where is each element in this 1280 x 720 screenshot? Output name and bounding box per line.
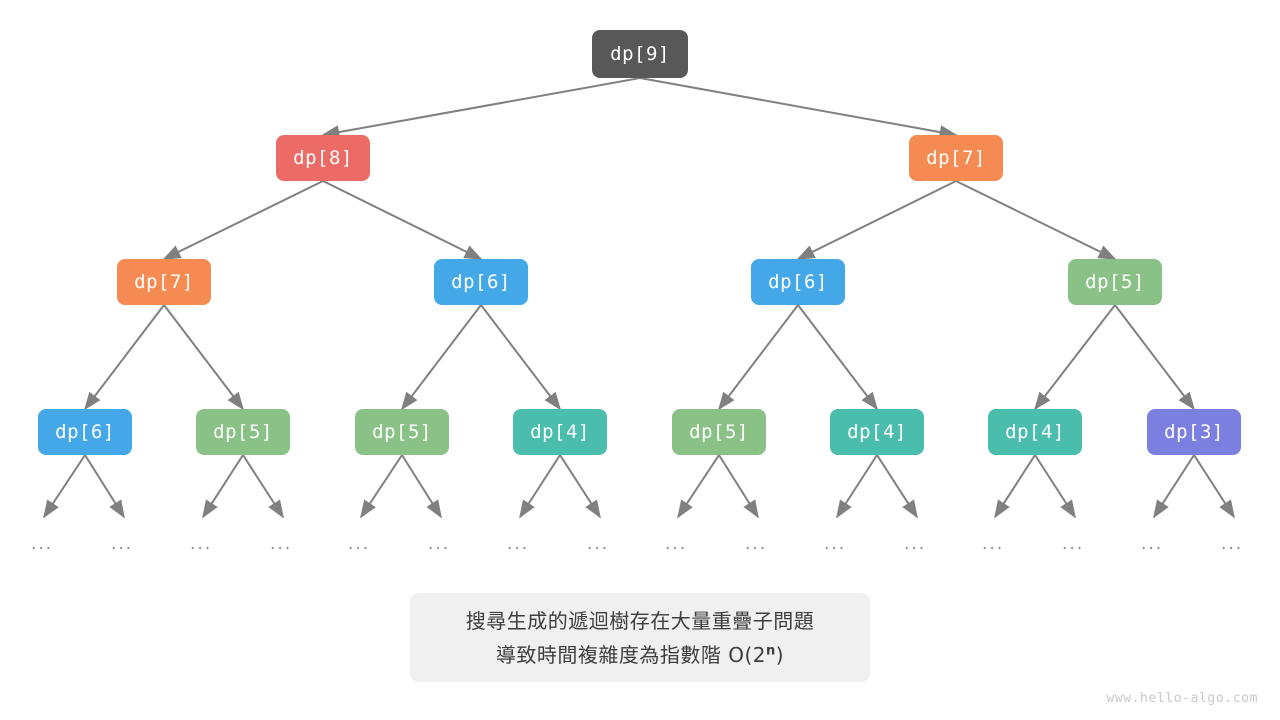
ellipsis-marker: ... [587, 534, 610, 554]
tree-edge [163, 304, 244, 411]
ellipsis-marker: ... [904, 534, 927, 554]
caption-line-2-post: ) [775, 642, 785, 667]
tree-edge [955, 180, 1117, 260]
tree-edge-leaf [401, 454, 442, 519]
tree-edge [796, 180, 957, 260]
tree-edge-leaf [84, 454, 125, 519]
tree-edge [1114, 304, 1195, 411]
tree-node: dp[4] [513, 409, 607, 455]
tree-edge-leaf [1193, 454, 1235, 519]
tree-edge-leaf [43, 454, 86, 519]
tree-node: dp[5] [196, 409, 290, 455]
tree-edge-leaf [836, 454, 878, 519]
ellipsis-marker: ... [1221, 534, 1244, 554]
tree-node: dp[5] [672, 409, 766, 455]
tree-node: dp[8] [276, 135, 370, 181]
tree-edge [480, 304, 561, 411]
tree-edge [84, 304, 165, 411]
ellipsis-marker: ... [111, 534, 134, 554]
ellipsis-marker: ... [31, 534, 54, 554]
tree-node: dp[6] [751, 259, 845, 305]
tree-edge [401, 304, 482, 411]
ellipsis-marker: ... [1141, 534, 1164, 554]
ellipsis-marker: ... [745, 534, 768, 554]
tree-node: dp[4] [830, 409, 924, 455]
ellipsis-marker: ... [1062, 534, 1085, 554]
caption-line-2: 導致時間複雜度為指數階 O(2n) [496, 638, 784, 672]
tree-edge [162, 180, 324, 260]
ellipsis-marker: ... [270, 534, 293, 554]
tree-edge-leaf [1153, 454, 1195, 519]
tree-node: dp[9] [592, 30, 688, 78]
caption-line-1: 搜尋生成的遞迴樹存在大量重疊子問題 [465, 608, 815, 633]
watermark: www.hello-algo.com [1106, 691, 1258, 706]
tree-edge-leaf [242, 454, 284, 519]
tree-edge-leaf [559, 454, 601, 519]
caption-line-2-pre: 導致時間複雜度為指數階 O(2 [495, 642, 767, 667]
tree-edge [1034, 304, 1116, 411]
tree-edge [321, 77, 641, 139]
caption-exponent: n [766, 642, 776, 658]
tree-node: dp[7] [117, 259, 211, 305]
tree-edge [322, 180, 483, 260]
ellipsis-marker: ... [982, 534, 1005, 554]
tree-node: dp[7] [909, 135, 1003, 181]
ellipsis-marker: ... [665, 534, 688, 554]
tree-node: dp[5] [355, 409, 449, 455]
tree-edge [797, 304, 878, 411]
tree-node: dp[4] [988, 409, 1082, 455]
tree-edge-leaf [360, 454, 403, 519]
tree-edge-leaf [718, 454, 759, 519]
tree-node: dp[6] [434, 259, 528, 305]
caption-box: 搜尋生成的遞迴樹存在大量重疊子問題 導致時間複雜度為指數階 O(2n) [410, 593, 870, 682]
tree-edge [718, 304, 799, 411]
tree-edge-leaf [519, 454, 561, 519]
tree-node: dp[5] [1068, 259, 1162, 305]
tree-edge [639, 77, 958, 139]
tree-edge-leaf [876, 454, 918, 519]
ellipsis-marker: ... [348, 534, 371, 554]
tree-edge-leaf [994, 454, 1036, 519]
tree-edge-leaf [1034, 454, 1076, 519]
tree-node: dp[6] [38, 409, 132, 455]
tree-node: dp[3] [1147, 409, 1241, 455]
ellipsis-marker: ... [428, 534, 451, 554]
ellipsis-marker: ... [507, 534, 530, 554]
ellipsis-marker: ... [190, 534, 213, 554]
ellipsis-marker: ... [824, 534, 847, 554]
tree-edge-leaf [677, 454, 720, 519]
tree-edge-leaf [202, 454, 244, 519]
